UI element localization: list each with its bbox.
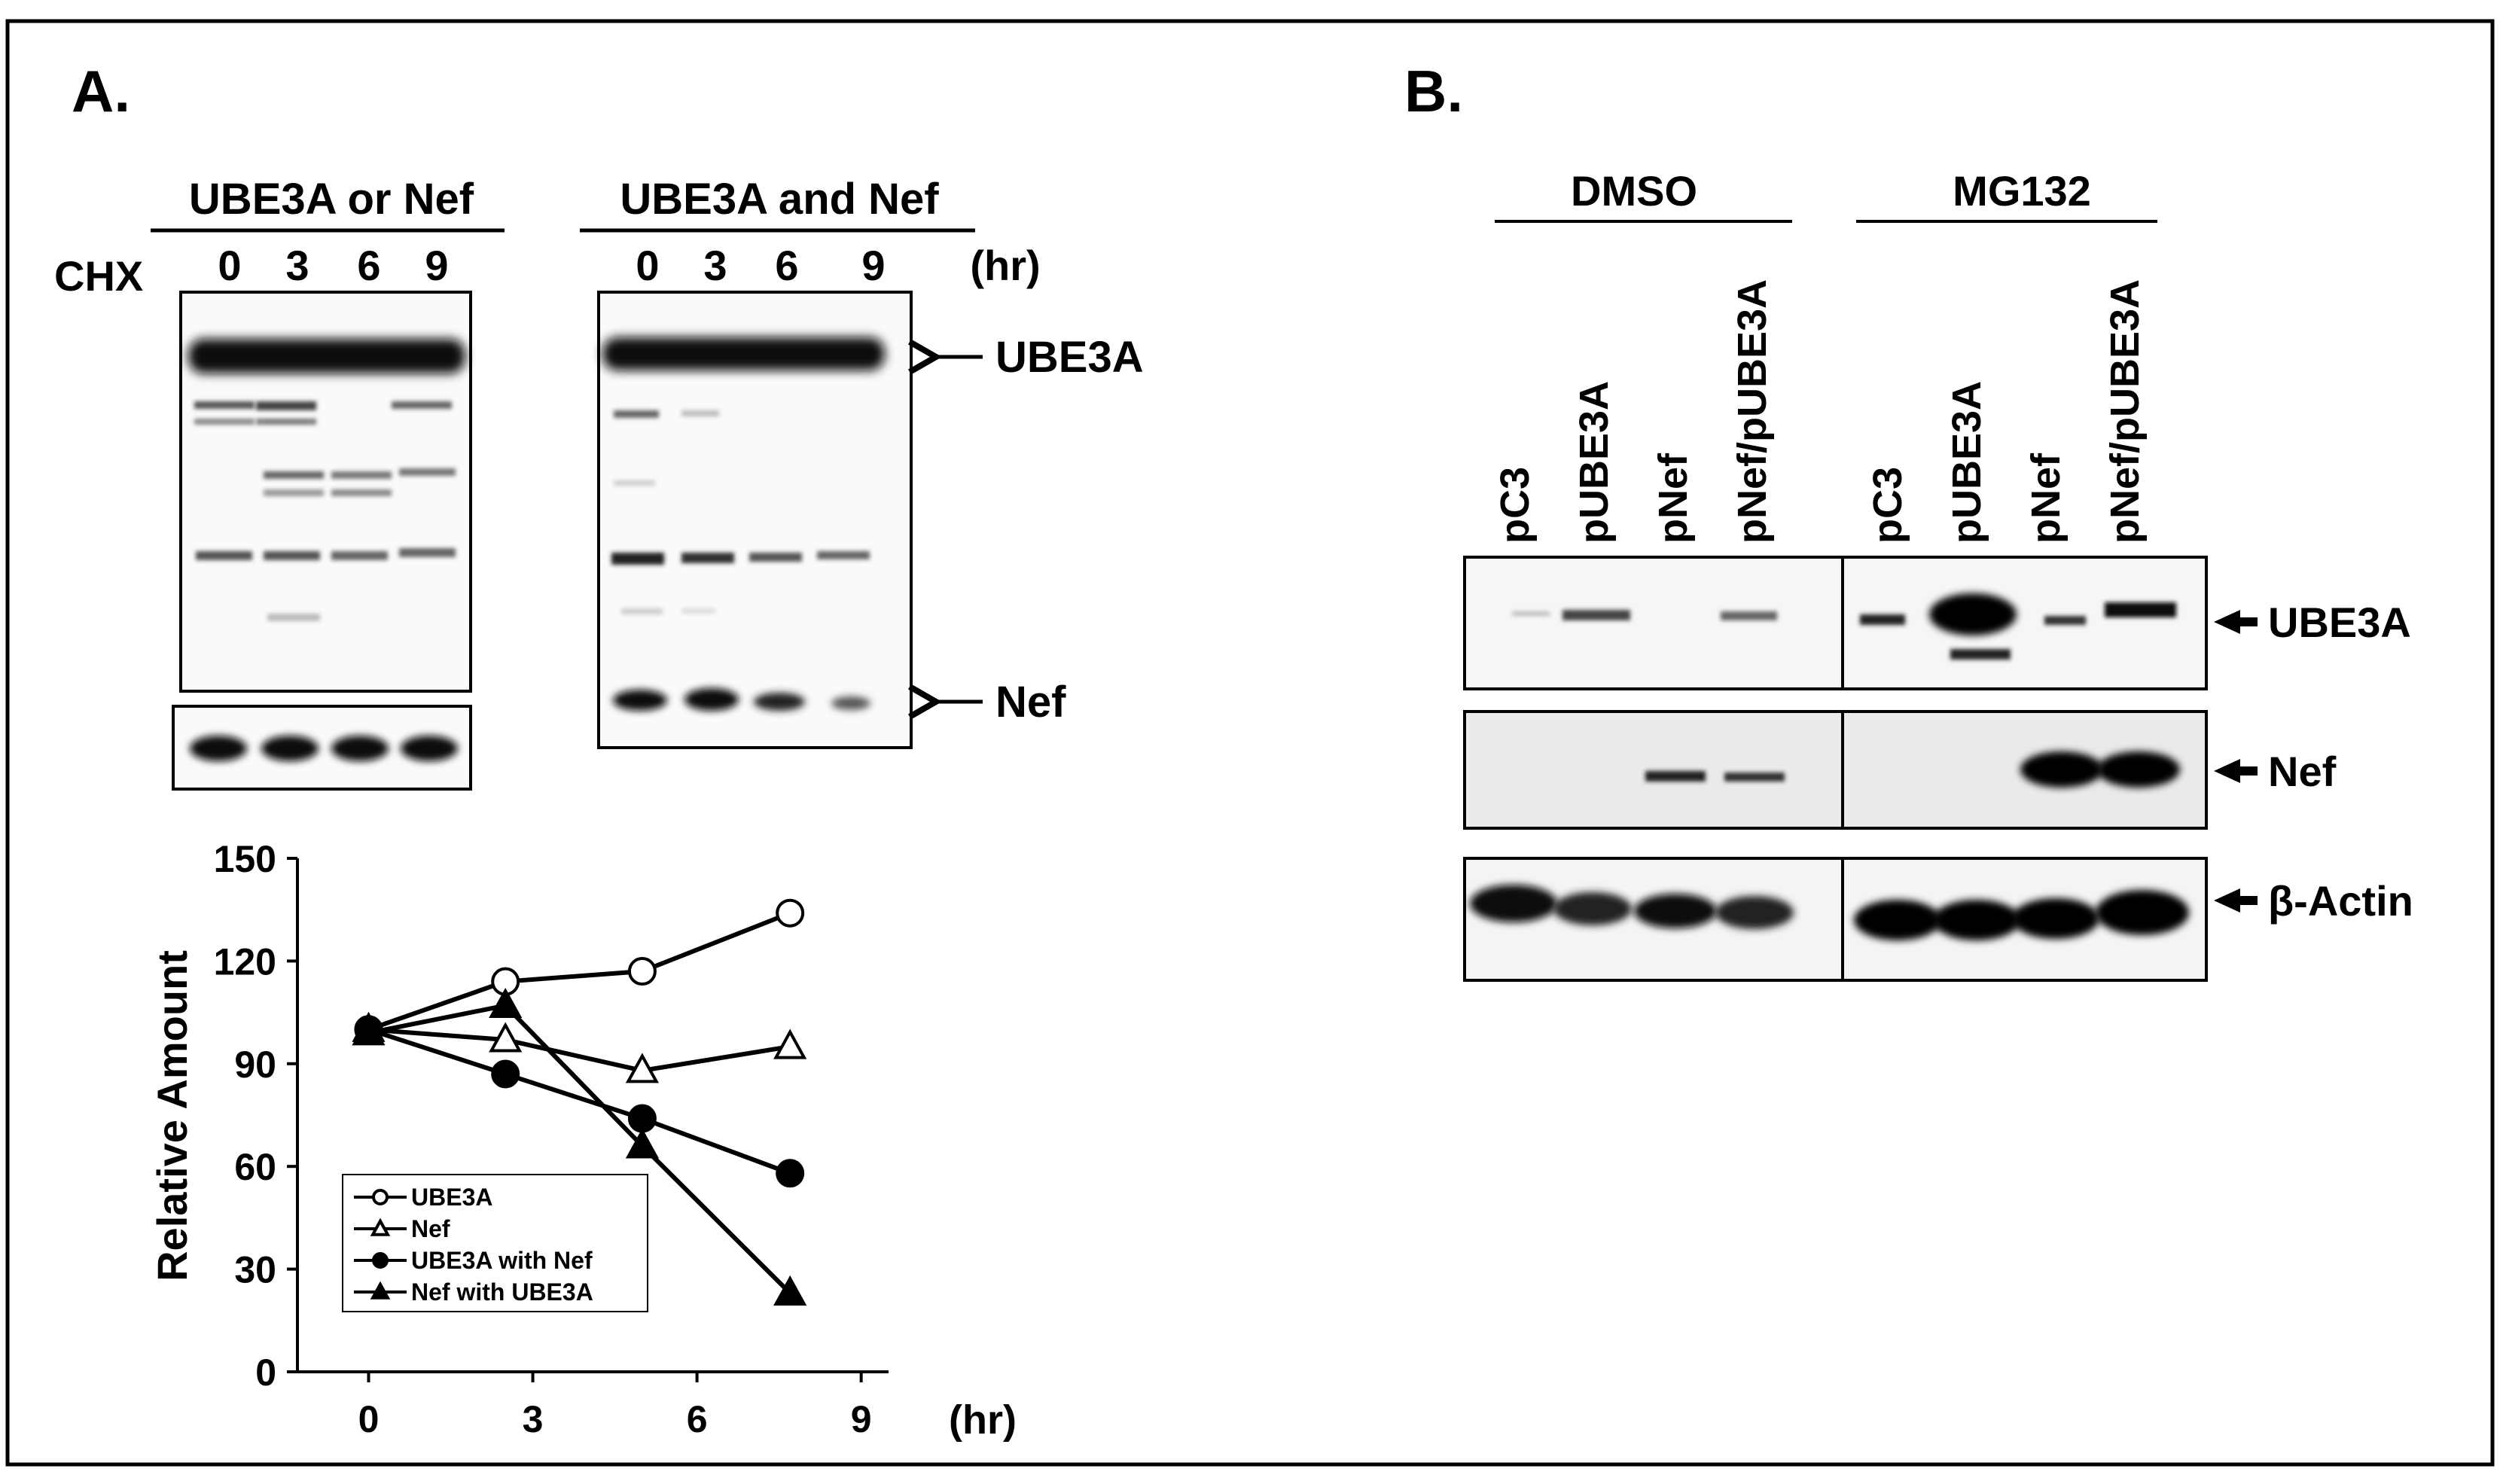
series-line (367, 910, 791, 1032)
data-point (489, 987, 523, 1019)
time-label: 3 (703, 242, 727, 289)
series-line (367, 1003, 792, 1295)
series-layer (352, 898, 807, 1306)
y-ticks: 0 30 60 90 120 150 (214, 838, 297, 1394)
data-point (627, 957, 657, 986)
x-unit-label: (hr) (949, 1397, 1017, 1443)
x-tick-label: 9 (851, 1398, 872, 1440)
legend-entry: Nef with UBE3A (354, 1278, 593, 1306)
legend-marker (370, 1281, 391, 1300)
legend-entry: Nef (354, 1215, 450, 1242)
blot-b-ube3a (1463, 556, 2208, 690)
legend-label: UBE3A with Nef (411, 1247, 593, 1274)
nef-arrow-b (2214, 759, 2258, 783)
blot-ube3a-and-nef (597, 291, 913, 749)
series-3 (352, 987, 807, 1306)
y-tick-label: 120 (214, 940, 276, 983)
data-point (625, 1128, 660, 1159)
y-axis-label: Relative Amount (148, 950, 196, 1281)
x-tick-label: 3 (523, 1398, 544, 1440)
time-label: 9 (425, 242, 448, 289)
lane-label: pNef (2023, 453, 2069, 544)
lane-labels-dmso: pC3 pUBE3A pNef pNef/pUBE3A (1492, 279, 1775, 544)
ube3a-band-label: UBE3A (995, 333, 1144, 382)
timepoints-left: 0 3 6 9 (218, 242, 448, 289)
figure-frame (5, 19, 2495, 1467)
time-label: 0 (636, 242, 659, 289)
group-ube3a-and-nef-label: UBE3A and Nef (620, 175, 939, 224)
time-label: 9 (861, 242, 885, 289)
legend-marker (372, 1252, 389, 1269)
legend-entry: UBE3A with Nef (354, 1247, 593, 1274)
lane-label: pC3 (1865, 467, 1910, 544)
actin-arrow-b (2214, 888, 2258, 913)
y-tick-label: 60 (234, 1146, 276, 1188)
legend-marker (372, 1189, 389, 1205)
time-label: 6 (357, 242, 380, 289)
panel-b: B. DMSO MG132 pC3 pUBE3A pNef pNef/pUBE3… (1404, 58, 2413, 982)
y-tick-label: 0 (255, 1351, 276, 1394)
lane-label: pNef (1651, 453, 1696, 544)
data-point (776, 1159, 805, 1188)
data-point (627, 1104, 657, 1133)
blot-nef-alone (172, 705, 472, 791)
lane-label: pUBE3A (1572, 381, 1617, 544)
legend-label: Nef with UBE3A (411, 1278, 593, 1306)
chx-label: CHX (54, 252, 143, 300)
time-label: 3 (285, 242, 309, 289)
timepoints-right: 0 3 6 9 (636, 242, 885, 289)
data-point (773, 1275, 807, 1306)
blot-label-ube3a: UBE3A (2268, 599, 2411, 646)
lane-labels-mg132: pC3 pUBE3A pNef pNef/pUBE3A (1865, 279, 2148, 544)
blot-b-nef (1463, 710, 2208, 830)
data-point (773, 1028, 807, 1059)
lane-label: pC3 (1492, 467, 1538, 544)
lane-label: pUBE3A (1944, 381, 1989, 544)
series-line (367, 1027, 791, 1176)
legend-label: UBE3A (411, 1184, 492, 1211)
series-2 (354, 1015, 805, 1188)
treatment-mg132-label: MG132 (1953, 167, 2091, 215)
x-ticks: 0 3 6 9 (358, 1372, 872, 1440)
data-point (489, 1022, 523, 1053)
data-point (776, 898, 805, 928)
lane-label: pNef/pUBE3A (2102, 279, 2148, 544)
time-unit-label: (hr) (970, 242, 1040, 289)
y-tick-label: 150 (214, 838, 276, 880)
data-point (625, 1053, 660, 1083)
series-line (368, 1027, 791, 1073)
legend-marker (370, 1217, 391, 1236)
legend-label: Nef (411, 1215, 450, 1242)
blot-label-actin: β-Actin (2268, 877, 2413, 925)
y-tick-label: 90 (234, 1044, 276, 1086)
data-point (352, 1015, 386, 1046)
ube3a-arrow-b (2214, 610, 2258, 634)
treatment-dmso-label: DMSO (1571, 167, 1697, 215)
blot-label-nef: Nef (2268, 748, 2337, 795)
y-tick-label: 30 (234, 1249, 276, 1291)
x-tick-label: 0 (358, 1398, 380, 1440)
blot-ube3a-alone (179, 291, 472, 693)
lane-label: pNef/pUBE3A (1730, 279, 1775, 544)
panel-a-label: A. (72, 58, 130, 124)
time-label: 0 (218, 242, 241, 289)
blot-b-actin (1463, 857, 2208, 982)
x-tick-label: 6 (687, 1398, 708, 1440)
group-ube3a-or-nef-label: UBE3A or Nef (189, 175, 474, 224)
panel-b-label: B. (1404, 58, 1463, 124)
nef-band-label: Nef (995, 678, 1066, 727)
data-point (491, 1059, 520, 1089)
panel-a: A. UBE3A or Nef UBE3A and Nef CHX 0 3 6 … (54, 58, 1144, 1443)
legend-entry: UBE3A (354, 1184, 492, 1211)
time-label: 6 (775, 242, 798, 289)
